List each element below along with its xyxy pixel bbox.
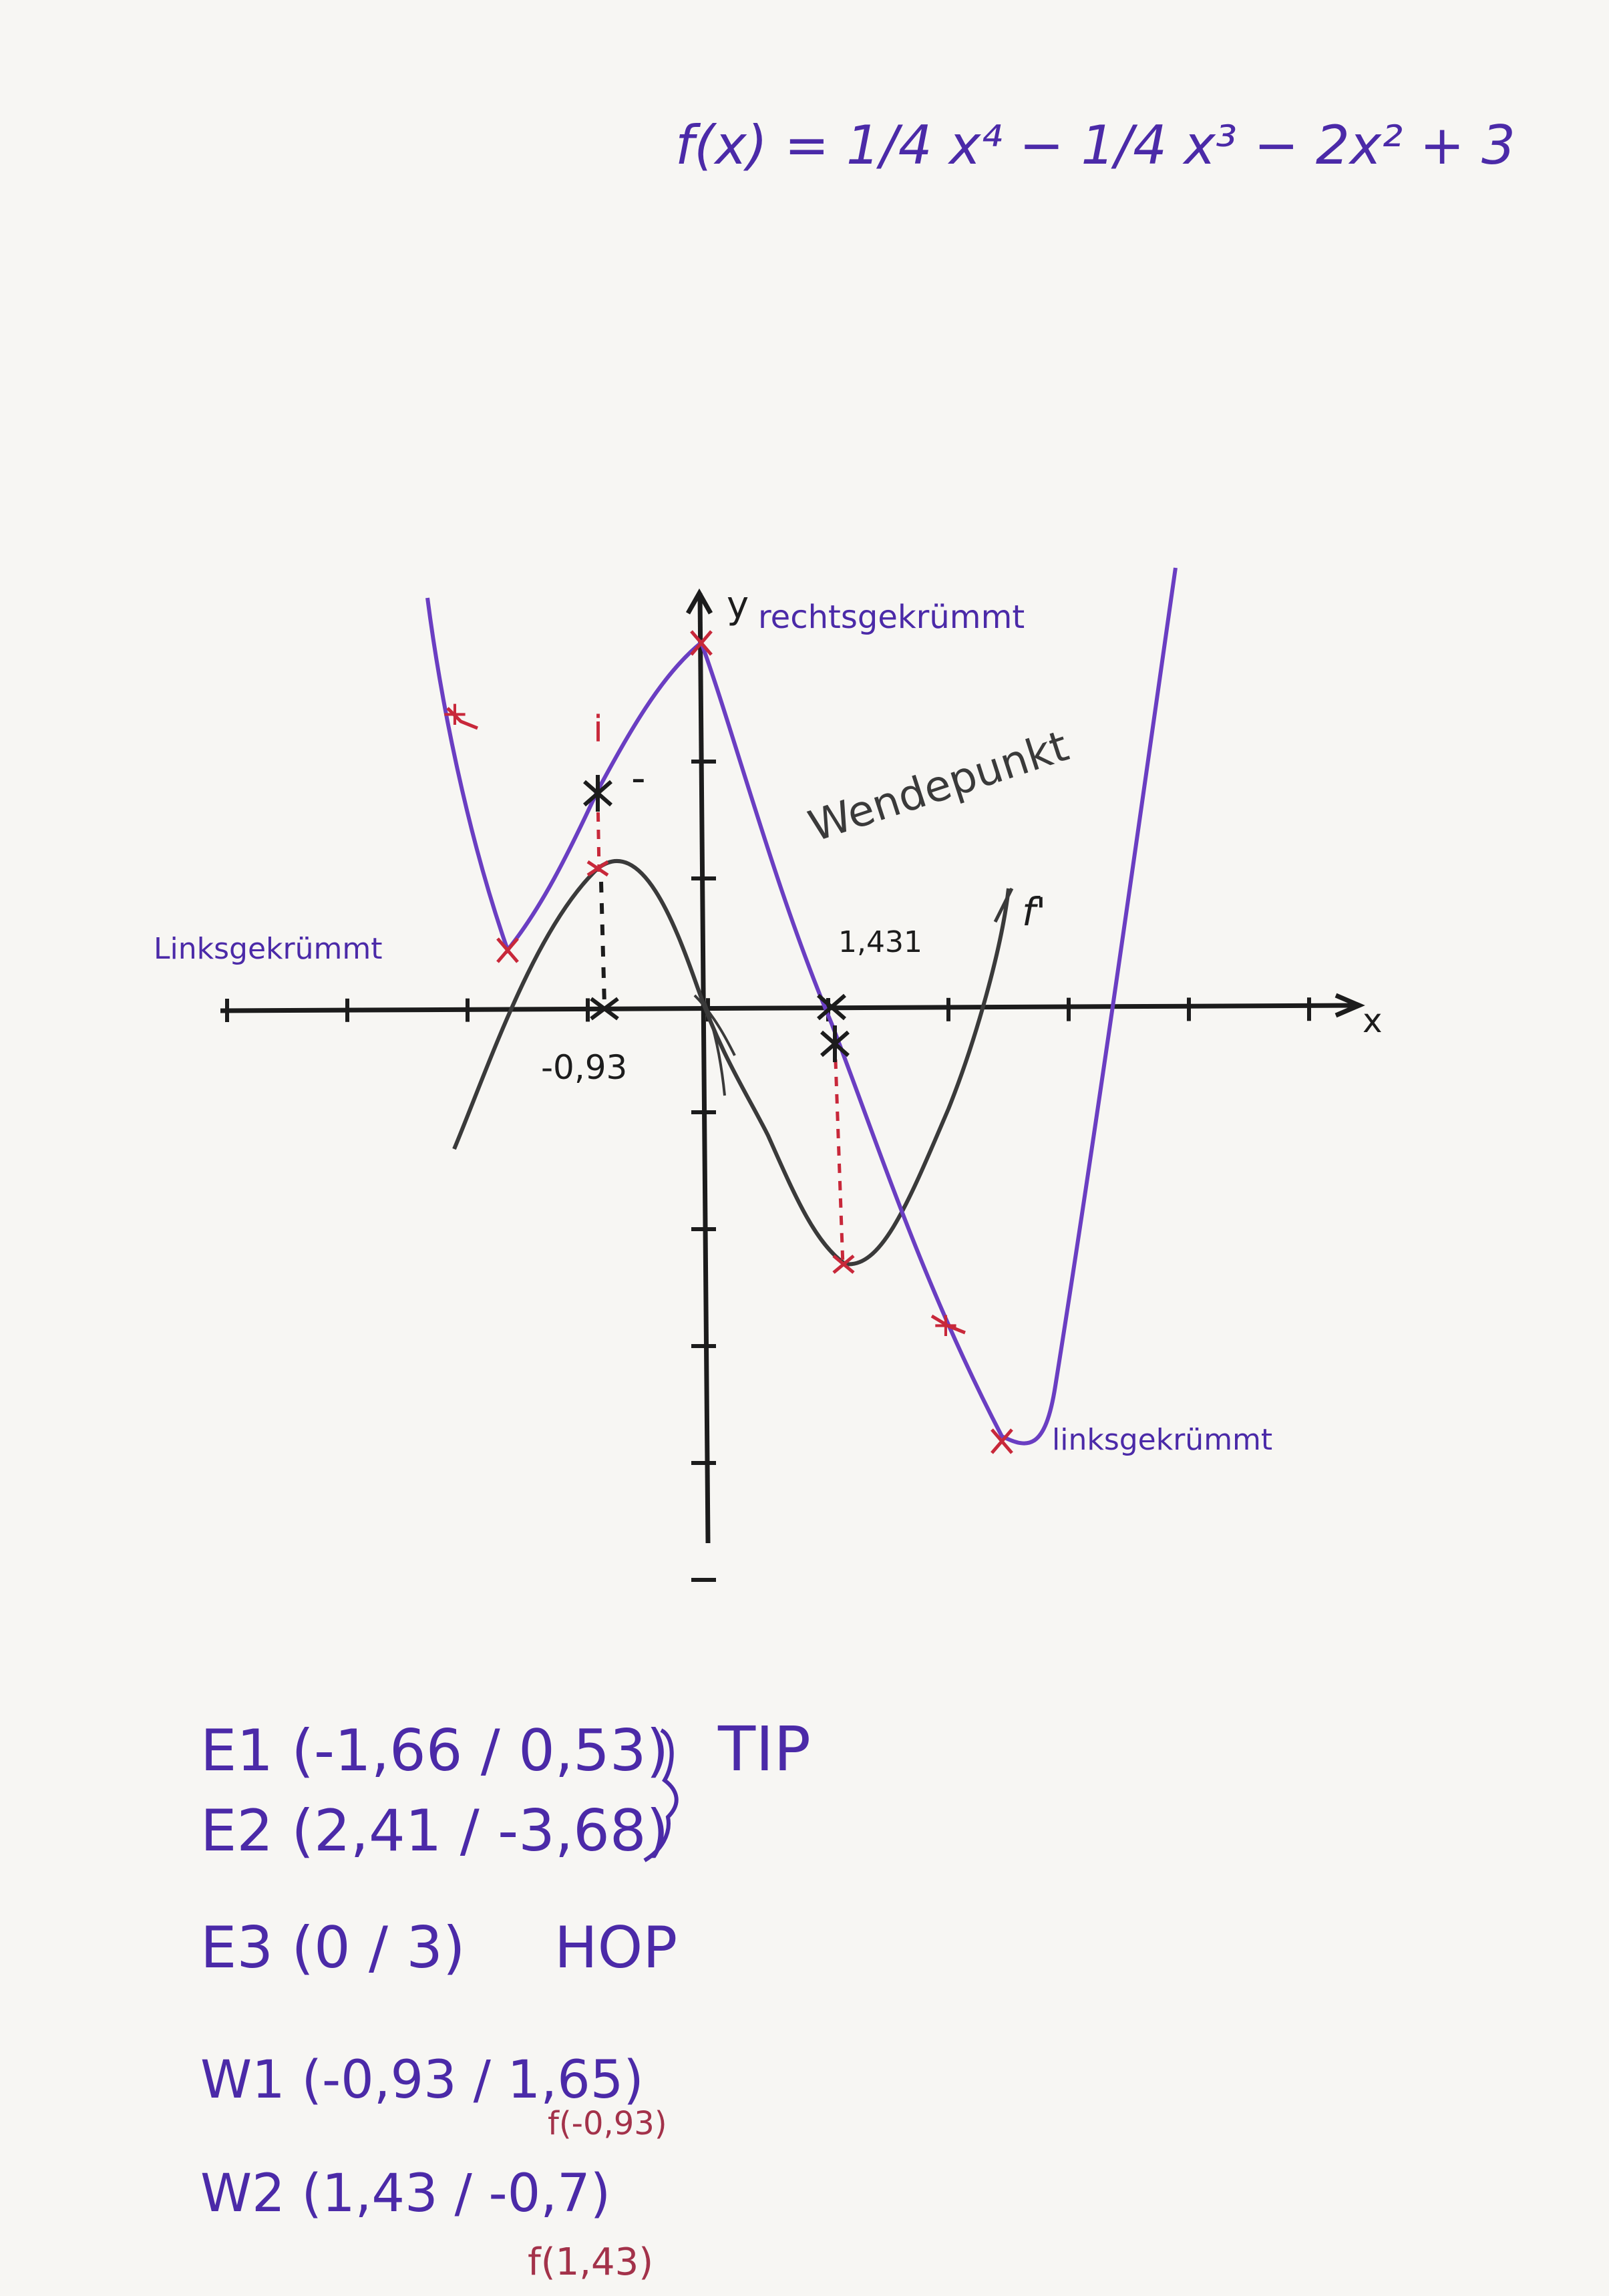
derivative-stroke-detail	[693, 994, 736, 1096]
note-e3: E3 (0 / 3)	[200, 1915, 466, 1981]
y-axis-label: y	[727, 584, 749, 627]
note-tip: TIP	[717, 1713, 811, 1785]
connector-right	[833, 1041, 845, 1267]
marker-max-top	[690, 630, 713, 656]
x-axis	[220, 1003, 1360, 1013]
formula: f(x) = 1/4 x⁴ − 1/4 x³ − 2x² + 3	[675, 114, 1515, 176]
marker-min-left	[496, 937, 519, 963]
sign-plus-left: +	[441, 694, 469, 733]
red-connectors	[596, 794, 845, 1267]
axes	[220, 588, 1365, 1544]
inflection-left	[583, 775, 612, 812]
marker-red-left	[586, 860, 609, 877]
note-e2: E2 (2,41 / -3,68)	[200, 1798, 669, 1864]
derivative-label: f'	[1022, 889, 1046, 935]
derivative-label-stroke	[993, 887, 1014, 923]
note-e1: E1 (-1,66 / 0,53)	[200, 1717, 669, 1784]
connector-left	[596, 794, 601, 872]
function-curve	[425, 567, 1178, 1446]
x-axis-arrow	[1334, 993, 1365, 1018]
y-ticks	[691, 760, 716, 1582]
inflection-markers	[583, 775, 850, 1062]
label-linksgekruemmt-left: Linksgekrümmt	[154, 932, 382, 966]
x-axis-label: x	[1363, 1001, 1383, 1040]
sign-i: i	[593, 708, 603, 750]
sign-minus: -	[631, 755, 646, 802]
note-hop: HOP	[554, 1915, 677, 1981]
note-w1: W1 (-0,93 / 1,65)	[200, 2050, 644, 2110]
inflection-right	[820, 1025, 850, 1062]
point-markers	[446, 630, 1013, 1454]
y-axis	[697, 593, 711, 1544]
sign-plus-right: +	[932, 1305, 960, 1344]
label-x-right: 1,431	[838, 925, 922, 959]
note-w2: W2 (1,43 / -0,7)	[200, 2164, 610, 2224]
note-w2-sub: f(1,43)	[528, 2241, 653, 2284]
label-rechtsgekruemmt: rechtsgekrümmt	[758, 599, 1025, 636]
label-x-left: -0,93	[541, 1048, 627, 1087]
marker-min-right	[991, 1428, 1013, 1454]
brace	[643, 1728, 679, 1862]
y-axis-arrow	[685, 588, 713, 615]
label-linksgekruemmt-right: linksgekrümmt	[1052, 1423, 1272, 1457]
marker-red-right	[832, 1255, 855, 1274]
marker-arrow-left	[446, 707, 478, 730]
notes: E1 (-1,66 / 0,53) E2 (2,41 / -3,68) TIP …	[200, 1713, 811, 2284]
xmark-left	[590, 997, 619, 1021]
note-w1-sub: f(-0,93)	[548, 2105, 667, 2142]
xmark-right	[817, 993, 846, 1021]
marker-arrow-right	[930, 1314, 966, 1335]
derivative-curve	[452, 858, 1011, 1267]
